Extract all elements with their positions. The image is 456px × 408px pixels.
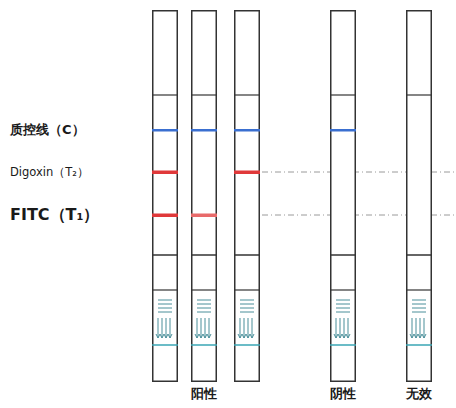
result-label: 无效 [406,387,432,401]
result-label: 阳性 [191,387,217,401]
line-label: 质控线（C） [10,123,85,137]
control-lines [152,129,356,132]
line-label: FITC（T₁） [10,206,99,224]
strips [152,11,432,382]
result-label: 阴性 [330,387,356,401]
line-label: Digoxin（T₂） [10,166,89,179]
test-lines [152,171,260,218]
